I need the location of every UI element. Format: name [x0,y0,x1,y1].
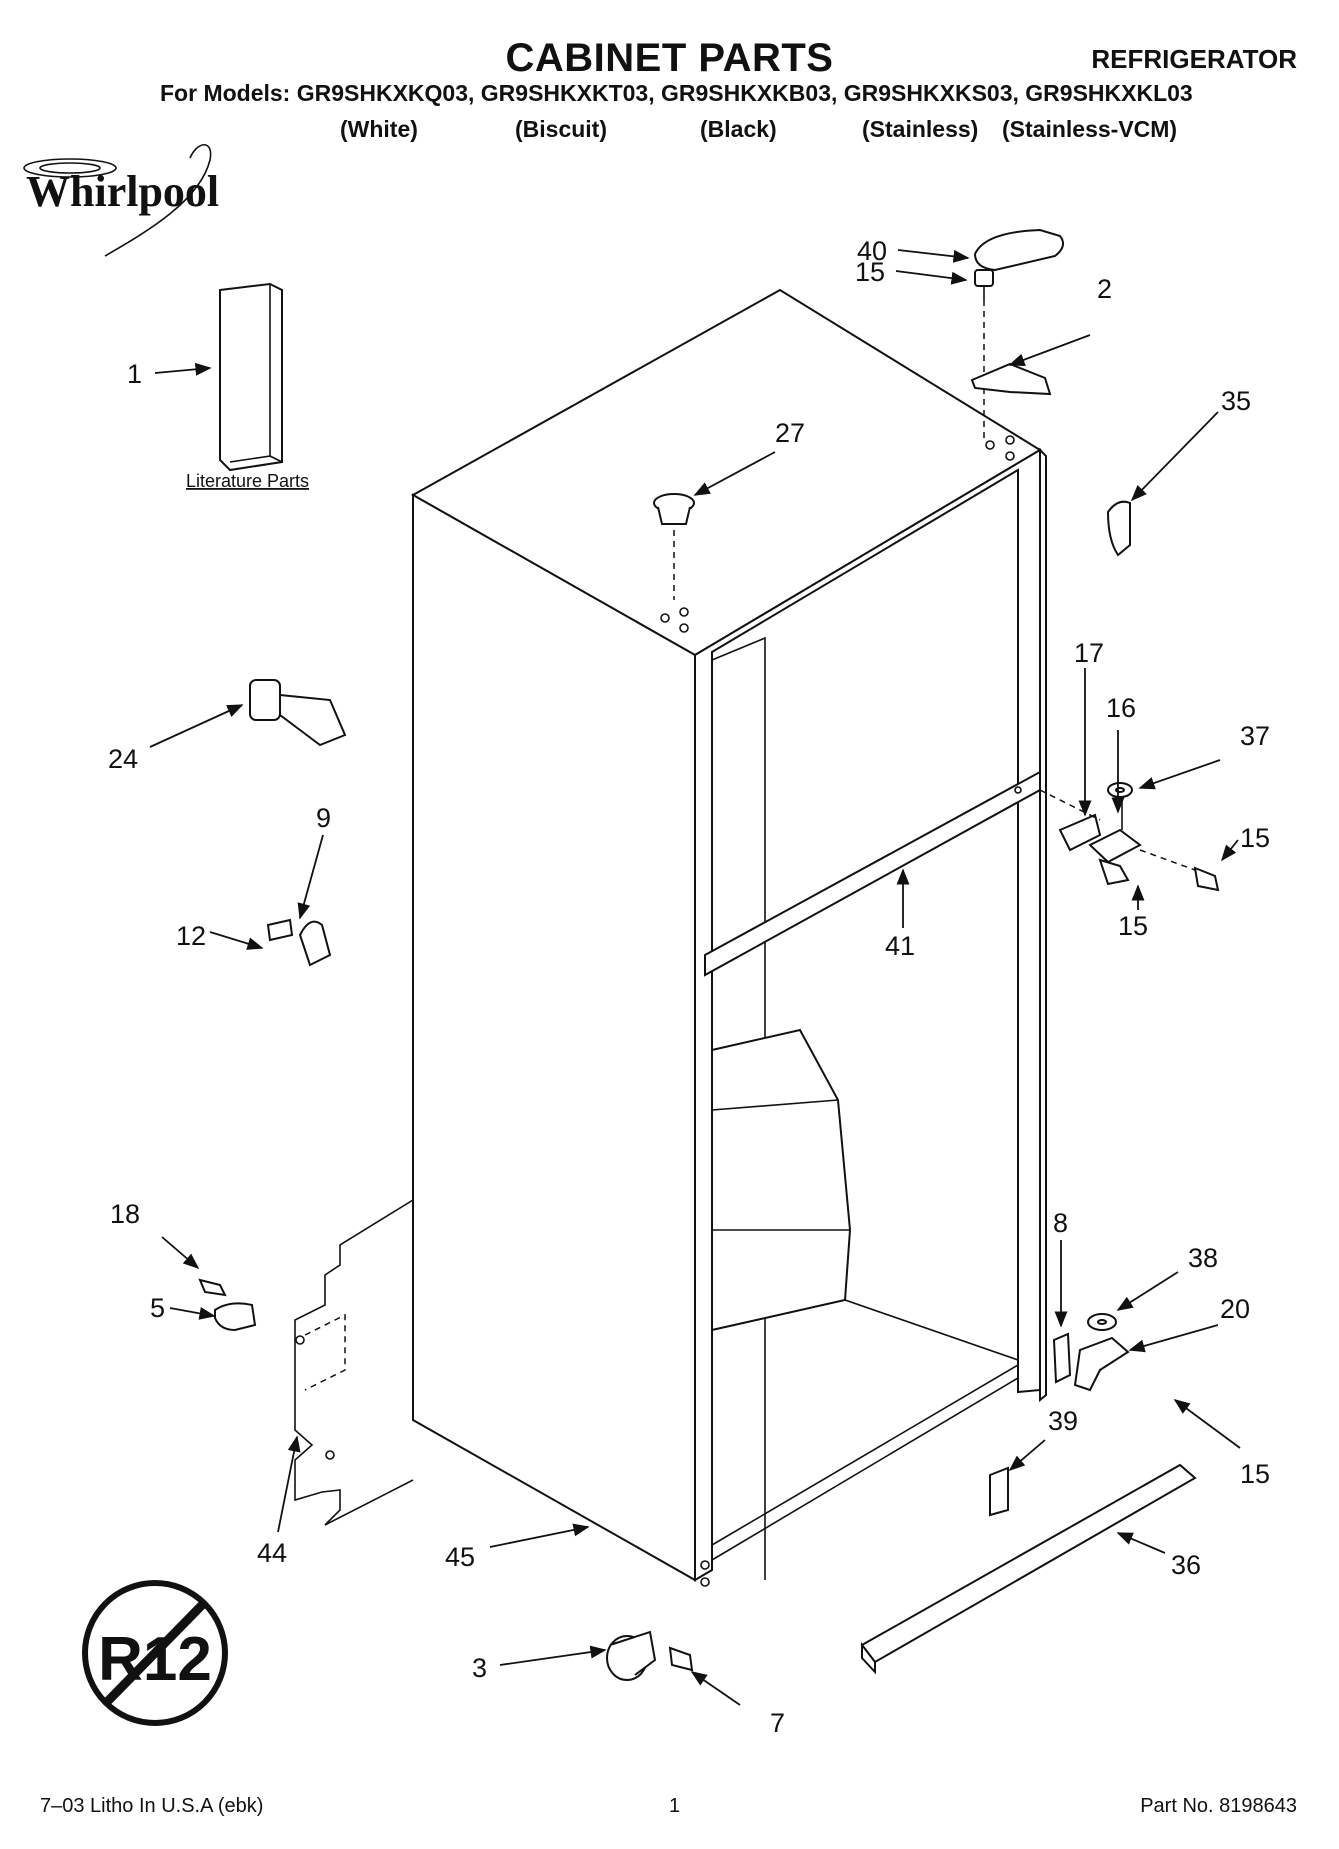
hinge-screw-lower [1098,858,1130,886]
callout-3: 3 [472,1653,487,1683]
clamp [214,1302,257,1332]
callout-1: 1 [127,359,142,389]
callout-labels: 1 40 15 2 35 27 24 9 12 17 16 37 15 15 4… [108,236,1270,1738]
hinge-shim [1052,1332,1072,1384]
refrigerator-cabinet [410,288,1047,1587]
callout-5: 5 [150,1293,165,1323]
roller-screw [668,1646,694,1672]
page-number: 1 [669,1795,681,1817]
hinge-washer-bottom [1087,1313,1117,1331]
hinge-washer [1107,782,1133,798]
callout-7: 7 [770,1708,785,1738]
door-stop [249,679,347,747]
variant-black: (Black) [700,116,777,142]
callout-24: 24 [108,744,138,774]
variant-white: (White) [340,116,418,142]
latch-bracket [266,918,332,967]
toe-grille [860,1463,1197,1675]
literature-booklet [219,282,283,472]
bottom-hinge [1073,1336,1130,1392]
callout-45: 45 [445,1542,475,1572]
center-hinge [1039,785,1196,871]
part-number: Part No. 8198643 [1140,1795,1297,1817]
leader-lines [149,249,1241,1706]
bracket-screw [198,1278,227,1297]
callout-15-bottom: 15 [1240,1459,1270,1489]
roller-assembly [606,1630,657,1681]
callout-15-top: 15 [855,257,885,287]
callout-2: 2 [1097,274,1112,304]
callout-41: 41 [885,931,915,961]
document-type: REFRIGERATOR [1091,44,1297,74]
top-hinge-screw [974,269,994,440]
callout-18: 18 [110,1199,140,1229]
callout-27: 27 [775,418,805,448]
hinge-screw-upper [1193,866,1220,892]
back-panel [294,1199,414,1526]
callout-17: 17 [1074,638,1104,668]
no-r12-symbol: R12 [82,1580,228,1726]
variant-stainless: (Stainless) [862,116,979,142]
footer-litho: 7–03 Litho In U.S.A (ebk) [40,1795,264,1817]
hinge-trim [1106,500,1131,557]
page-title: CABINET PARTS [505,36,834,80]
callout-44: 44 [257,1538,287,1568]
callout-40: 40 [857,236,887,266]
callout-15-hinge-lower: 15 [1118,911,1148,941]
callout-37: 37 [1240,721,1270,751]
hinge-cover [973,228,1065,272]
callout-39: 39 [1048,1406,1078,1436]
models-line: For Models: GR9SHKXKQ03, GR9SHKXKT03, GR… [160,80,1193,106]
literature-label: Literature Parts [186,471,309,491]
callout-36: 36 [1171,1550,1201,1580]
whirlpool-logo: Whirlpool [23,143,219,257]
svg-text:R12: R12 [98,1625,212,1694]
callout-9: 9 [316,803,331,833]
hinge-clip [989,1466,1009,1517]
logo-text: Whirlpool [26,167,219,216]
callout-20: 20 [1220,1294,1250,1324]
callout-16: 16 [1106,693,1136,723]
callout-8: 8 [1053,1208,1068,1238]
callout-12: 12 [176,921,206,951]
callout-38: 38 [1188,1243,1218,1273]
callout-15-hinge-right: 15 [1240,823,1270,853]
callout-35: 35 [1221,386,1251,416]
variant-biscuit: (Biscuit) [515,116,607,142]
plug-button [653,493,695,600]
variant-stainless-vcm: (Stainless-VCM) [1002,116,1178,142]
